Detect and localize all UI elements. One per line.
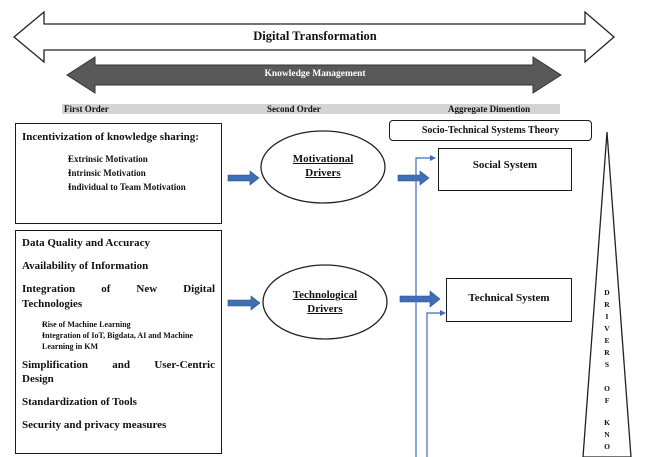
tech-line-data-quality: Data Quality and Accuracy (22, 237, 151, 249)
digital-transformation-arrow (12, 10, 615, 64)
digital-transformation-label: Digital Transformation (253, 29, 377, 43)
motivation-list: Extrinsic Motivation Intrinsic Motivatio… (22, 152, 215, 194)
drivers-triangle (582, 131, 632, 457)
list-item: Rise of Machine Learning (22, 319, 215, 330)
technical-system-box: Technical System (446, 278, 572, 322)
tech-line-simplification: Simplification and User-Centric Design (22, 359, 215, 385)
motivation-factors-box: Incentivization of knowledge sharing: Ex… (15, 123, 222, 224)
technological-drivers-ellipse (262, 264, 388, 340)
socio-technical-theory-box: Socio-Technical Systems Theory (389, 120, 592, 141)
second-order-label: Second Order (267, 104, 321, 114)
tech-line-availability: Availability of Information (22, 260, 149, 272)
social-system-box: Social System (438, 148, 572, 191)
order-bar (62, 104, 560, 114)
connector-technical (426, 312, 440, 457)
arrow-technological-to-technical (399, 290, 441, 308)
technology-list: Rise of Machine Learning Integration of … (22, 319, 215, 352)
list-item: Intrinsic Motivation (22, 166, 215, 180)
aggregate-dimension-label: Aggregate Dimention (448, 104, 531, 114)
motivation-box-title: Incentivization of knowledge sharing: (22, 131, 199, 143)
connector-social (415, 157, 430, 457)
tech-line-standardization: Standardization of Tools (22, 396, 137, 408)
motivational-drivers-label: Motivational Drivers (292, 153, 354, 179)
technology-factors-box: Data Quality and Accuracy Availability o… (15, 230, 222, 454)
technological-drivers-label: Technological Drivers (292, 289, 358, 315)
knowledge-management-label: Knowledge Management (264, 69, 366, 79)
motivational-drivers-ellipse (260, 130, 386, 204)
knowledge-management-arrow (66, 56, 562, 94)
first-order-label: First Order (64, 104, 109, 114)
list-item: Individual to Team Motivation (22, 180, 215, 194)
arrow-motivational-to-social (397, 170, 430, 186)
list-item: Extrinsic Motivation (22, 152, 215, 166)
arrow-motivation-to-ellipse (227, 170, 260, 186)
tech-line-integration: Integration of New Digital Technologies (22, 283, 215, 310)
arrow-technology-to-ellipse (227, 295, 261, 311)
tech-line-security: Security and privacy measures (22, 419, 167, 431)
list-item: Integration of IoT, Bigdata, AI and Mach… (22, 330, 215, 352)
